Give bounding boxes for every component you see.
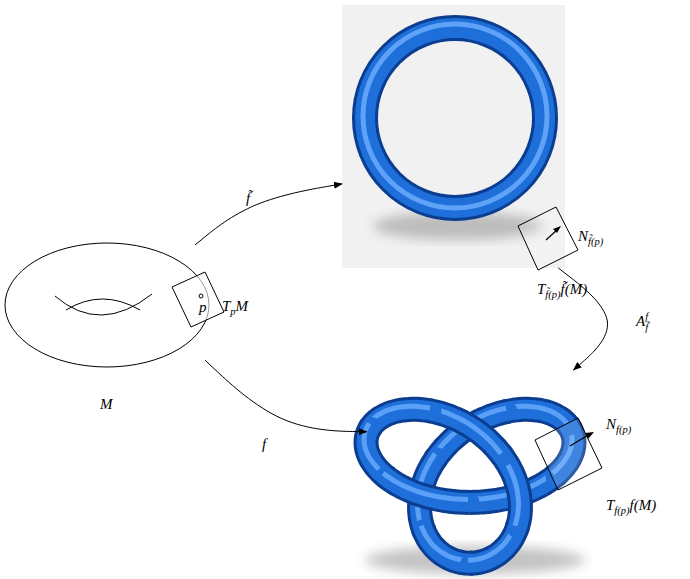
math-subscript: f̃(p): [545, 289, 560, 300]
edge-label: f̃: [246, 190, 250, 207]
edge-label: f: [262, 436, 266, 453]
point-p: [199, 294, 203, 298]
math-base: T: [606, 497, 614, 513]
math-base: A: [636, 313, 645, 329]
math-rest: M: [236, 298, 249, 314]
math-base: f: [246, 190, 250, 206]
knot-node: Nf(p)Tf(p)f(M): [355, 370, 590, 576]
math-rest: f̃(M): [561, 281, 588, 297]
tangent-plane: [172, 272, 224, 327]
math-subscript: p: [230, 306, 235, 317]
torus-node: Nf̃(p)Tf̃(p)f̃(M): [342, 5, 565, 268]
math-label: Nf(p): [606, 416, 631, 435]
math-base: T: [222, 298, 230, 314]
torus-sketch: [5, 243, 209, 367]
math-subscript: f̃(p): [588, 236, 603, 247]
math-label: M: [100, 396, 113, 413]
math-base: N: [606, 416, 616, 432]
mapping-arrow: [195, 184, 342, 245]
math-base: M: [100, 396, 113, 412]
math-subscript: f(p): [614, 505, 629, 516]
math-subscript: f(p): [616, 424, 631, 435]
math-label: Nf̃(p): [578, 228, 603, 247]
edge-label: Aff̃: [636, 312, 648, 333]
mapping-arrow: [558, 268, 607, 370]
manifold-node: MpTpM: [5, 245, 205, 425]
math-rest: f(M): [630, 497, 657, 513]
math-label: Tf̃(p)f̃(M): [537, 281, 587, 300]
math-base: f: [262, 436, 266, 452]
mapping-arrow: [205, 360, 367, 432]
math-base: p: [199, 299, 207, 315]
tangent-plane: [535, 418, 602, 490]
normal-arrow-head: [585, 432, 594, 439]
math-script: ff̃: [645, 312, 648, 333]
math-label: TpM: [222, 298, 248, 317]
tangent-plane: [518, 207, 578, 270]
math-base: T: [537, 281, 545, 297]
math-base: N: [578, 228, 588, 244]
math-label: Tf(p)f(M): [606, 497, 656, 516]
blue-torus: [363, 24, 547, 208]
math-label: p: [199, 299, 207, 316]
trefoil-knot: [364, 406, 574, 563]
normal-arrow-head: [553, 226, 561, 233]
